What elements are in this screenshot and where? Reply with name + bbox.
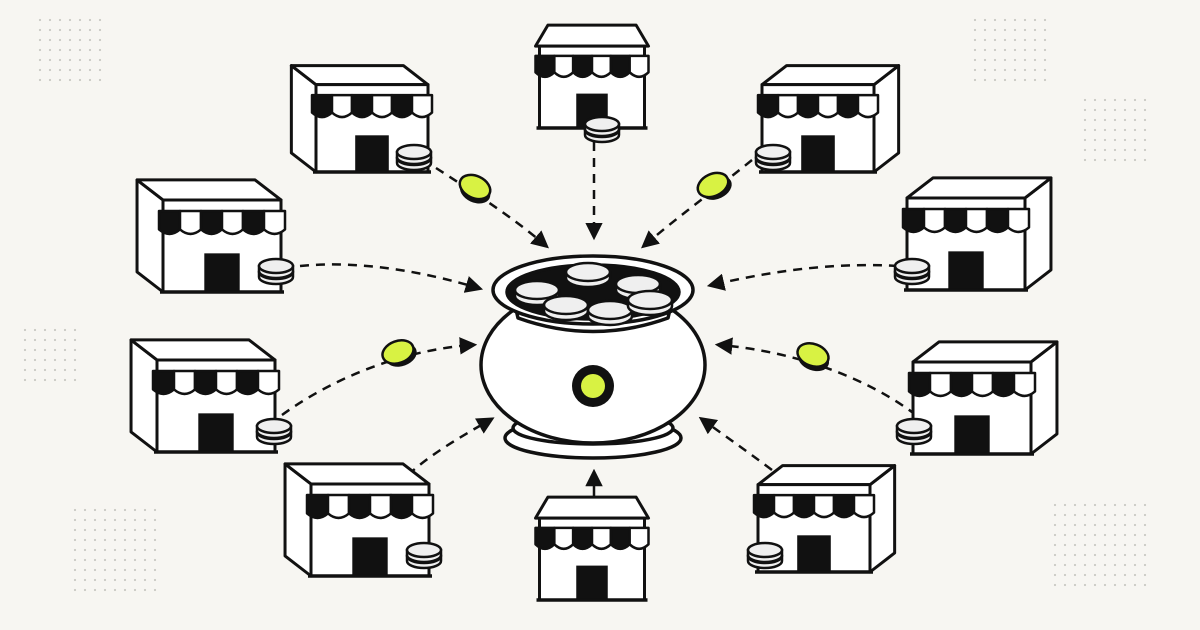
coin-stack-icon bbox=[583, 115, 621, 144]
shop-lower-left bbox=[283, 462, 435, 578]
shop-top-center bbox=[534, 23, 650, 130]
pot-coin-icon bbox=[564, 261, 612, 289]
coin-stack-icon bbox=[405, 541, 443, 570]
accent-coin-icon bbox=[458, 173, 492, 204]
dot-grid bbox=[73, 508, 157, 592]
coin-stack-icon bbox=[895, 417, 933, 446]
pot-coin-icon bbox=[626, 289, 674, 317]
dashed-arrow bbox=[698, 416, 773, 472]
dot-grid bbox=[1083, 98, 1147, 162]
coin-stack-icon bbox=[395, 143, 433, 172]
accent-coin-icon bbox=[381, 339, 417, 367]
pot-coin-icon bbox=[586, 299, 634, 327]
dashed-arrow bbox=[706, 263, 899, 291]
shop-upper-right bbox=[756, 64, 901, 174]
pot-of-coins-icon bbox=[479, 254, 707, 460]
shop-bottom-center bbox=[534, 495, 650, 602]
shops bbox=[129, 23, 1059, 602]
dashed-arrow bbox=[281, 337, 478, 417]
dashed-arrow bbox=[299, 263, 484, 293]
dashed-arrow bbox=[641, 159, 753, 249]
dashed-arrow bbox=[714, 337, 917, 416]
dashed-arrow bbox=[407, 417, 495, 476]
dot-grid bbox=[23, 328, 77, 382]
shop-mid-right-upper bbox=[901, 176, 1053, 292]
shop-mid-right-lower bbox=[907, 340, 1059, 456]
accent-coin-icon bbox=[796, 342, 830, 372]
coin-stack-icon bbox=[746, 541, 784, 570]
dashed-arrow bbox=[435, 166, 549, 249]
connection-arrows bbox=[281, 142, 917, 496]
flying-coins bbox=[381, 171, 830, 372]
coin-stack-icon bbox=[893, 257, 931, 286]
shop-mid-left-lower bbox=[129, 338, 281, 454]
pot-coin-icon bbox=[542, 294, 590, 322]
dot-grid bbox=[38, 18, 102, 82]
accent-coin-icon bbox=[696, 171, 732, 200]
pot-badge-icon bbox=[572, 365, 614, 407]
coin-stack-icon bbox=[255, 417, 293, 446]
decorative-dot-grids bbox=[23, 18, 1147, 592]
dot-grid bbox=[1053, 503, 1147, 587]
coin-stack-icon bbox=[257, 257, 295, 286]
coin-stack-icon bbox=[754, 143, 792, 172]
dot-grid bbox=[973, 18, 1047, 82]
